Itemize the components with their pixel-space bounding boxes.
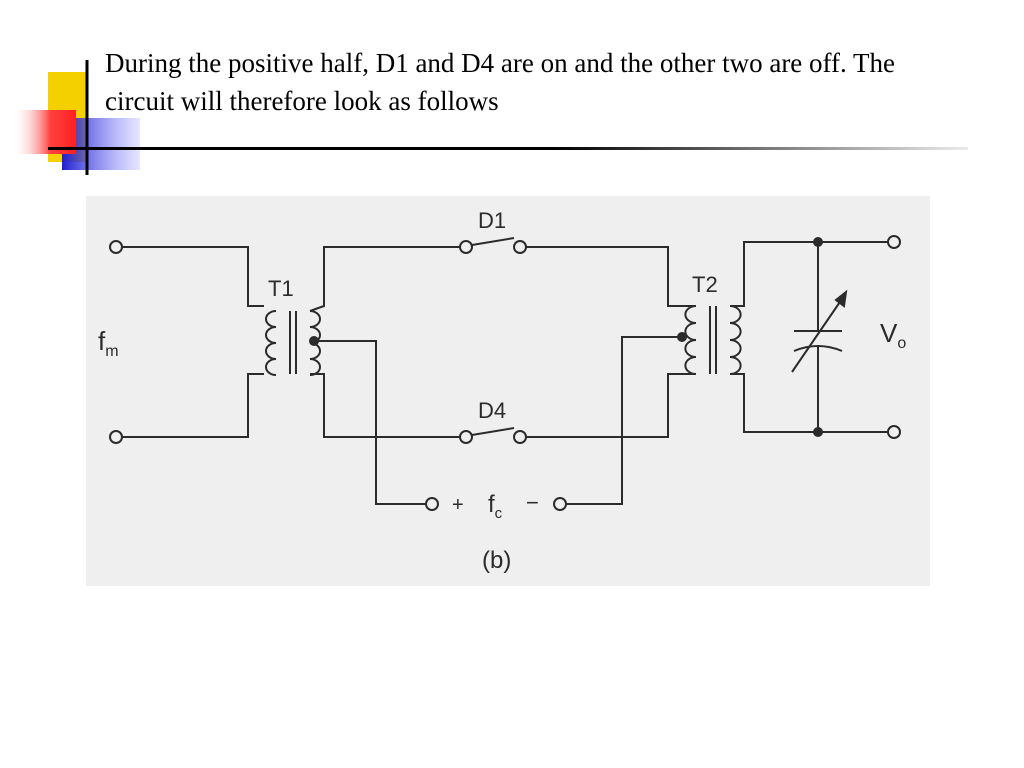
label-t2: T2 <box>692 272 718 297</box>
d1-switch-blade <box>471 237 515 246</box>
junction-t2-center-tap <box>677 332 687 342</box>
wire-t1-top <box>309 246 460 312</box>
label-vo-subscript: o <box>897 335 906 352</box>
label-fc: fc <box>488 491 503 522</box>
label-d1: D1 <box>478 208 506 233</box>
title-rule <box>48 147 968 150</box>
label-fm-subscript: m <box>105 343 118 360</box>
label-vo: Vo <box>880 318 906 352</box>
label-fc-minus: − <box>526 490 539 515</box>
label-t1: T1 <box>268 276 294 301</box>
capacitor-plate-bottom <box>793 345 843 352</box>
wire-fc-to-t2 <box>566 336 682 505</box>
ornament-red-bar <box>12 110 76 154</box>
wire-t2-bottom <box>730 373 888 433</box>
t1-primary-coil <box>265 310 277 376</box>
wire-d1-out <box>526 246 682 307</box>
junction-output-top <box>813 237 823 247</box>
fc-terminal-plus <box>425 497 439 511</box>
output-terminal-bottom <box>887 425 901 439</box>
label-fm: fm <box>98 326 119 360</box>
t2-secondary-coil <box>729 305 742 375</box>
junction-t1-center-tap <box>309 336 319 346</box>
wire-t1-bottom <box>310 373 460 438</box>
output-terminal-top <box>887 235 901 249</box>
d4-contact-right <box>513 430 527 444</box>
input-terminal-bottom <box>109 430 123 444</box>
circuit-figure: T1 T2 D1 D4 fm + fc − Vo (b) <box>86 196 930 586</box>
t2-primary-coil <box>684 305 697 375</box>
d1-contact-left <box>459 240 473 254</box>
d1-contact-right <box>513 240 527 254</box>
label-d4: D4 <box>478 398 506 423</box>
wire-t1-center-tap <box>314 340 426 505</box>
capacitor-variable-arrow <box>791 295 845 373</box>
circuit-diagram: T1 T2 D1 D4 fm + fc − Vo (b) <box>98 208 906 574</box>
d4-switch-blade <box>471 427 515 436</box>
wire-input-bottom <box>122 373 264 438</box>
slide-ornament <box>12 60 140 175</box>
slide-title: During the positive half, D1 and D4 are … <box>105 48 896 116</box>
d4-contact-left <box>459 430 473 444</box>
capacitor-arrow-head <box>834 289 848 308</box>
wire-input-top <box>122 246 264 307</box>
label-fc-plus: + <box>452 494 464 516</box>
label-fc-subscript: c <box>495 505 503 522</box>
wire-d4-out <box>526 373 682 438</box>
wire-t2-top <box>730 241 888 307</box>
junction-output-bottom <box>813 427 823 437</box>
figure-caption: (b) <box>482 547 511 574</box>
input-terminal-top <box>109 240 123 254</box>
fc-terminal-minus <box>553 497 567 511</box>
